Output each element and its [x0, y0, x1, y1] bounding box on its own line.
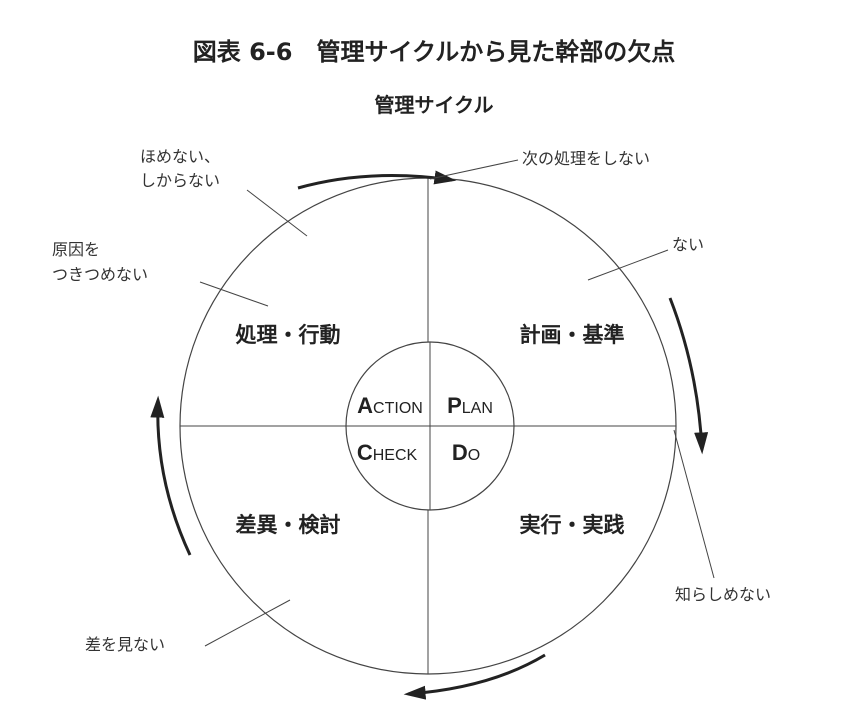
figure-title: 図表 6-6 管理サイクルから見た幹部の欠点 — [193, 38, 676, 66]
leader-line-inform — [673, 429, 715, 579]
check-initial: C — [357, 440, 373, 465]
plan-initial: P — [447, 393, 462, 418]
note-cause-line2: つきつめない — [52, 265, 148, 284]
quadrant-action-label: 処理・行動 — [236, 323, 341, 347]
quadrant-do-label: 実行・実践 — [520, 513, 625, 537]
arrow-left-icon — [150, 395, 192, 556]
action-initial: A — [357, 393, 373, 418]
plan-rest: LAN — [462, 400, 493, 417]
arrow-bottom-icon — [403, 653, 546, 700]
check-rest: HECK — [373, 447, 418, 464]
inner-plan-label: PLAN — [447, 393, 493, 418]
arrow-right-icon — [668, 297, 709, 455]
quadrant-plan-label: 計画・基準 — [520, 323, 625, 347]
leader-line-cause — [199, 281, 269, 307]
diagram-subtitle: 管理サイクル — [375, 93, 494, 117]
action-rest: CTION — [373, 400, 423, 417]
arrow-top-icon — [297, 170, 457, 190]
note-praise-line2: しからない — [140, 171, 220, 190]
note-next: 次の処理をしない — [522, 149, 650, 168]
note-praise-line1: ほめない、 — [140, 147, 220, 166]
do-rest: O — [468, 447, 480, 464]
do-initial: D — [452, 440, 468, 465]
leader-line-diff — [204, 599, 291, 647]
inner-check-label: CHECK — [357, 440, 418, 465]
inner-action-label: ACTION — [357, 393, 423, 418]
inner-do-label: DO — [452, 440, 480, 465]
quadrant-check-label: 差異・検討 — [236, 513, 341, 537]
note-cause-line1: 原因を — [52, 240, 100, 259]
leader-line-praise — [246, 189, 308, 237]
note-inform: 知らしめない — [675, 585, 771, 604]
leader-line-none — [587, 249, 669, 281]
leader-line-next — [429, 159, 519, 180]
note-diff: 差を見ない — [85, 635, 165, 654]
note-none: ない — [672, 235, 704, 254]
